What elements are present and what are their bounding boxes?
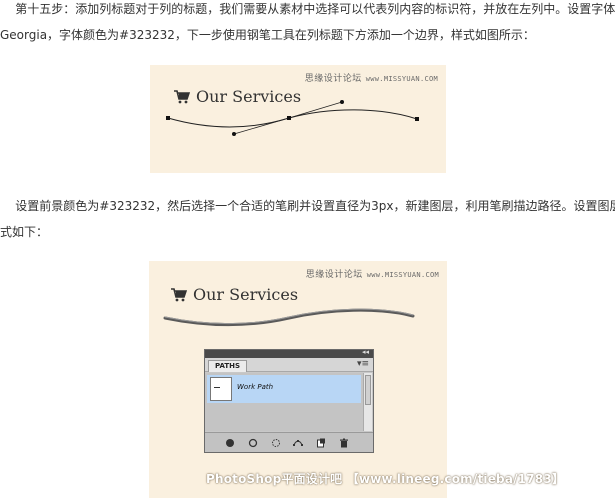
anchor-point-end: [415, 117, 419, 121]
path-thumbnail: [210, 377, 232, 401]
handle-point-left: [232, 132, 236, 136]
shopping-cart-icon: [171, 287, 187, 301]
step-16-line-2: 式如下：: [0, 225, 49, 239]
brush-stroke-highlight: [164, 308, 414, 325]
shopping-cart-icon: [174, 89, 190, 103]
handle-line-right: [288, 101, 343, 119]
paths-scrollbar[interactable]: [363, 373, 372, 431]
collapse-icon[interactable]: ◂◂: [361, 348, 369, 356]
path-row-work-path[interactable]: Work Path: [207, 375, 361, 403]
column-heading: Our Services: [174, 87, 301, 106]
pen-tool-path: [166, 100, 419, 136]
make-work-path-icon[interactable]: [293, 438, 304, 448]
load-selection-icon[interactable]: [271, 438, 281, 448]
watermark-cn: 思缘设计论坛: [305, 270, 363, 280]
footer-watermark: PhotoShop平面设计吧 【www.lineeg.com/tieba/178…: [206, 472, 565, 486]
delete-path-icon[interactable]: [339, 438, 349, 448]
column-heading: Our Services: [171, 285, 298, 304]
stroked-border: [163, 308, 415, 327]
watermark-site: www.MISSYUAN.COM: [365, 75, 438, 83]
heading-text: Our Services: [193, 285, 299, 304]
paths-list: Work Path: [205, 373, 363, 431]
watermark-cn: 思缘设计论坛: [304, 74, 362, 84]
step-16-paragraph: 设置前景颜色为#323232，然后选择一个合适的笔刷并设置直径为3px，新建图层…: [0, 193, 615, 245]
panel-menu-icon[interactable]: ▾≡: [356, 359, 369, 369]
step-15-line-1: 第十五步：添加列标题对于列的标题，我们需要从素材中选择可以代表列内容的标识符，并…: [0, 2, 615, 16]
anchor-point-start: [166, 116, 170, 120]
brush-stroke: [163, 308, 415, 327]
watermark-site: www.MISSYUAN.COM: [366, 271, 439, 279]
step-15-paragraph: 第十五步：添加列标题对于列的标题，我们需要从素材中选择可以代表列内容的标识符，并…: [0, 0, 615, 48]
scrollbar-thumb[interactable]: [365, 375, 371, 405]
path-curve: [167, 109, 418, 128]
handle-point-right: [340, 100, 344, 104]
fill-path-icon[interactable]: [225, 438, 235, 448]
panel-title-bar[interactable]: ◂◂: [205, 348, 373, 358]
tab-paths[interactable]: PATHS: [208, 360, 248, 372]
panel-tab-bar: PATHS ▾≡: [205, 358, 373, 372]
paths-panel: ◂◂ PATHS ▾≡ Work Path: [204, 348, 374, 453]
new-path-icon[interactable]: [316, 438, 326, 448]
panel-toolbar: [205, 432, 373, 452]
stroke-path-icon[interactable]: [248, 438, 258, 448]
path-name: Work Path: [237, 383, 274, 391]
anchor-point-middle: [287, 116, 291, 120]
step-16-line-1: 设置前景颜色为#323232，然后选择一个合适的笔刷并设置直径为3px，新建图层…: [0, 199, 615, 213]
step-15-line-2: Georgia，字体颜色为#323232，下一步使用钢笔工具在列标题下方添加一个…: [0, 28, 535, 42]
handle-line-left: [233, 117, 290, 135]
heading-text: Our Services: [196, 87, 302, 106]
